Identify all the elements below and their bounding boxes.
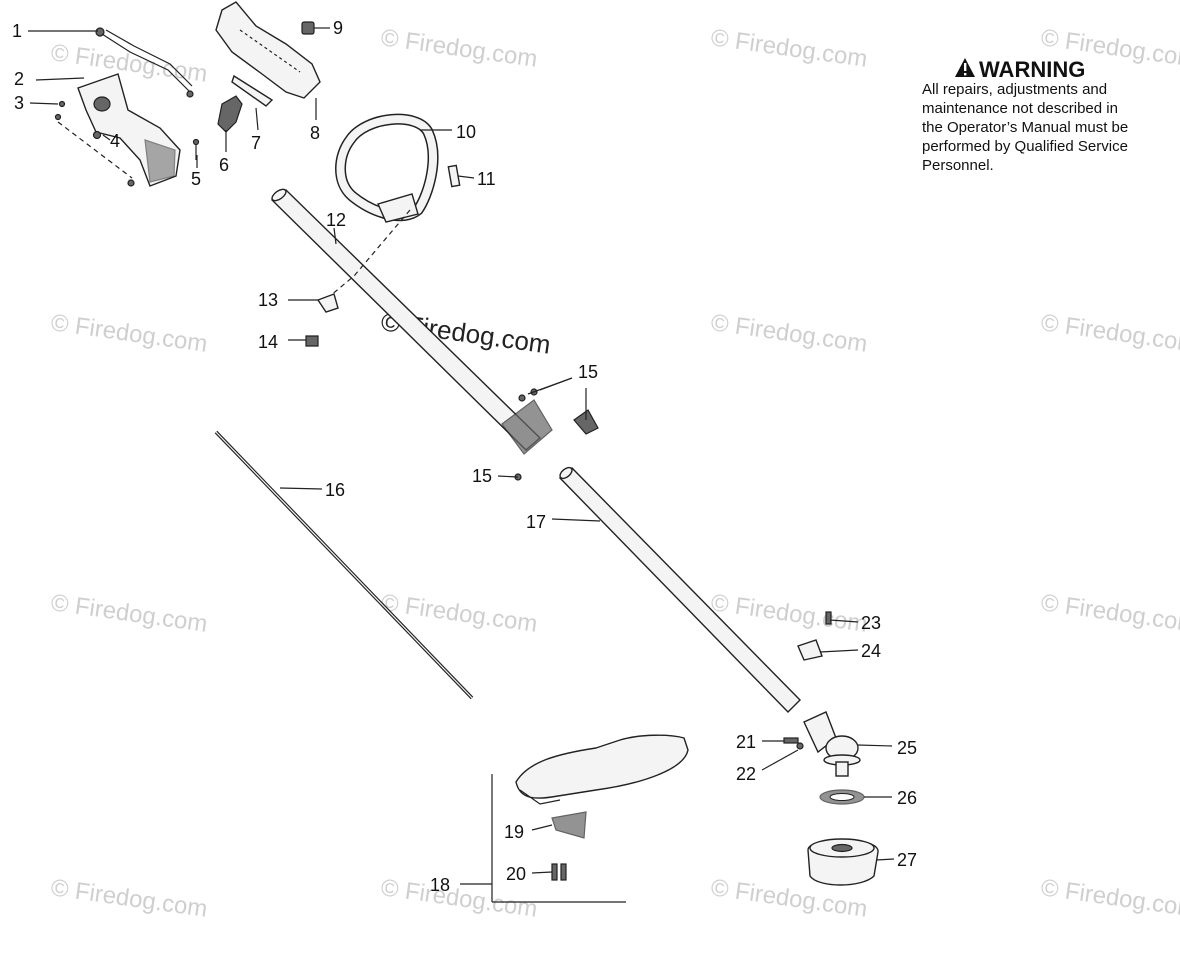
callout-15: 15 [578,362,598,382]
callout-16: 16 [325,480,345,500]
assembly-dash-line [329,209,411,297]
callout-21: 21 [736,732,756,752]
part-switch [301,21,315,35]
watermark: © Firedog.com [379,589,539,638]
leader-lines [28,27,895,903]
part-guard [515,734,689,805]
callout-11: 11 [477,169,496,189]
callout-25: 25 [897,738,917,758]
callout-2: 2 [14,69,24,89]
part-nut [518,394,526,402]
callout-26: 26 [897,788,917,808]
part-washer-ring [819,789,865,805]
part-washer [796,742,804,750]
part-screws [551,863,567,881]
part-handle-housing [77,73,181,187]
callout-8: 8 [310,123,320,143]
callout-5: 5 [191,169,201,189]
callout-9: 9 [333,18,343,38]
part-bolt [447,164,461,188]
part-clamp [316,293,339,313]
callout-17: 17 [526,512,546,532]
part-screw [54,100,66,121]
callout-23: 23 [861,613,881,633]
callout-27: 27 [897,850,917,870]
part-clip [797,639,823,661]
watermark: © Firedog.com [709,24,869,73]
assembly-dash-line [57,121,133,179]
warning-line: performed by Qualified Service [922,138,1128,155]
part-knob-screw [305,335,319,347]
callout-18: 18 [430,875,450,895]
callout-20: 20 [506,864,526,884]
callout-6: 6 [219,155,229,175]
part-upper-shaft [270,188,553,455]
warning-line: maintenance not described in [922,100,1118,117]
callout-15: 15 [472,466,492,486]
watermark: © Firedog.com [49,589,209,638]
watermark: © Firedog.com [49,309,209,358]
callout-14: 14 [258,332,278,352]
watermark: © Firedog.com [1039,309,1180,358]
part-drive-shaft [214,430,474,700]
watermark: © Firedog.com [709,309,869,358]
callout-19: 19 [504,822,524,842]
warning-line: the Operator’s Manual must be [922,119,1128,136]
handle-detail-line [239,29,301,73]
part-pin [192,138,200,160]
part-trimmer-spool [807,838,879,886]
warning-title: WARNING [979,57,1085,82]
part-loop-handle [335,113,439,223]
callout-12: 12 [326,210,346,230]
watermark: © Firedog.com [709,589,869,638]
part-lockout [231,74,274,107]
part-screw [783,737,799,744]
watermark: © Firedog.com [49,39,209,88]
callout-24: 24 [861,641,881,661]
callout-3: 3 [14,93,24,113]
callout-4: 4 [110,131,120,151]
part-lower-shaft [558,466,801,713]
warning-line: All repairs, adjustments and [922,81,1107,98]
callout-22: 22 [736,764,756,784]
warning-line: Personnel. [922,157,994,174]
watermark: © Firedog.com [1039,874,1180,923]
callout-labels: 1 2 3 4 5 6 7 8 9 10 11 12 13 14 15 15 1… [12,18,917,895]
part-trigger [217,95,243,133]
part-blade [551,811,587,839]
part-knob [573,409,599,435]
warning-triangle-icon [955,58,975,77]
callout-13: 13 [258,290,278,310]
callout-10: 10 [456,122,476,142]
part-gear-head [803,711,861,777]
part-screw [825,611,832,625]
part-handle-half [215,1,321,99]
part-throttle-cable [95,27,194,98]
watermark: © Firedog.com [379,24,539,73]
watermark: © Firedog.com [49,874,209,923]
part-nut [92,130,102,140]
callout-1: 1 [12,21,22,41]
part-screw [127,179,135,187]
warning-block: WARNING All repairs, adjustments and mai… [922,57,1128,174]
callout-7: 7 [251,133,261,153]
watermark: © Firedog.com [1039,589,1180,638]
